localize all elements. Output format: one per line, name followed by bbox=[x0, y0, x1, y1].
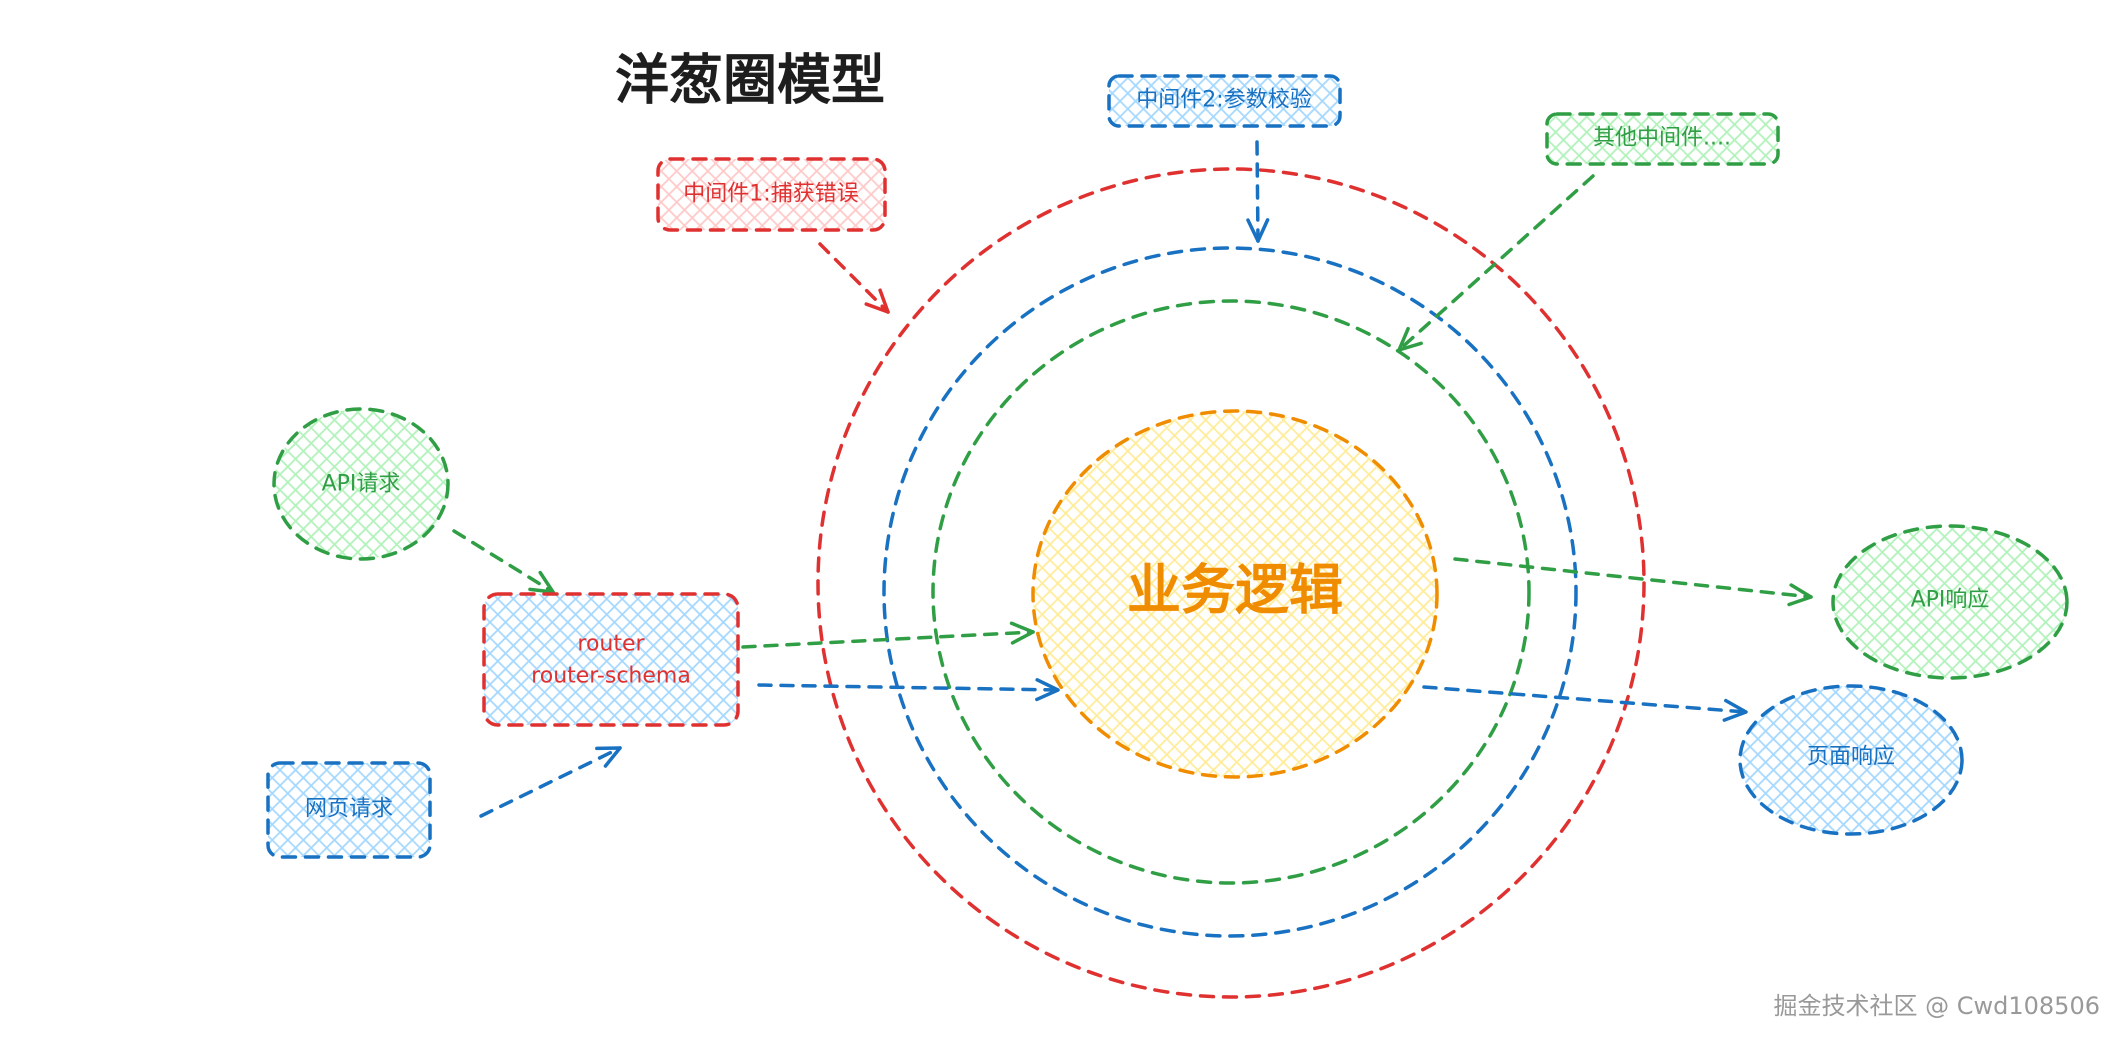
page-response-label: 页面响应 bbox=[1807, 745, 1895, 770]
router-rect bbox=[482, 592, 740, 727]
arrow-router-to-core-green bbox=[741, 621, 1035, 649]
middleware-2-label: 中间件2:参数校验 bbox=[1136, 88, 1311, 113]
api-request-node: API请求 bbox=[272, 407, 450, 561]
api-response-label: API响应 bbox=[1911, 588, 1990, 613]
middleware-2-rect bbox=[1107, 74, 1342, 128]
diagram-title: 洋葱圈模型 bbox=[615, 49, 885, 112]
router-label-line-1: router bbox=[577, 632, 645, 657]
core-label: 业务逻辑 bbox=[1127, 559, 1343, 622]
core-ellipse bbox=[1031, 409, 1439, 779]
arrow-core-to-page-response bbox=[1422, 685, 1748, 722]
middleware-2-box: 中间件2:参数校验 bbox=[1107, 74, 1342, 128]
router-node: router router-schema bbox=[482, 592, 740, 727]
router-label-line-2: router-schema bbox=[531, 664, 691, 689]
arrow-middleware-2-to-ring bbox=[1246, 140, 1270, 243]
arrow-middleware-1-to-ring bbox=[818, 242, 890, 314]
page-response-ellipse bbox=[1738, 684, 1964, 836]
middleware-1-rect bbox=[656, 157, 887, 232]
middleware-1-ring bbox=[816, 167, 1646, 999]
other-middleware-label: 其他中间件.... bbox=[1593, 126, 1731, 151]
api-request-ellipse bbox=[272, 407, 450, 561]
arrow-router-to-core-blue bbox=[757, 678, 1060, 702]
api-response-node: API响应 bbox=[1831, 524, 2069, 680]
middleware-1-label: 中间件1:捕获错误 bbox=[683, 182, 858, 207]
watermark: 掘金技术社区 @ Cwd108506 bbox=[1774, 992, 2101, 1020]
other-middleware-rect bbox=[1545, 112, 1780, 166]
api-response-ellipse bbox=[1831, 524, 2069, 680]
api-request-label: API请求 bbox=[322, 472, 401, 497]
arrow-core-to-api-response bbox=[1453, 557, 1813, 607]
arrow-web-request-to-router bbox=[479, 746, 622, 818]
onion-rings bbox=[816, 167, 1646, 999]
arrow-api-request-to-router bbox=[452, 529, 555, 594]
web-request-node: 网页请求 bbox=[266, 761, 432, 859]
middleware-2-ring bbox=[882, 246, 1578, 938]
other-middleware-box: 其他中间件.... bbox=[1545, 112, 1780, 166]
page-response-node: 页面响应 bbox=[1738, 684, 1964, 836]
business-logic-core: 业务逻辑 bbox=[1031, 409, 1439, 779]
web-request-rect bbox=[266, 761, 432, 859]
other-middleware-ring bbox=[931, 299, 1531, 885]
arrows bbox=[452, 140, 1813, 818]
web-request-label: 网页请求 bbox=[305, 797, 393, 822]
middleware-1-box: 中间件1:捕获错误 bbox=[656, 157, 887, 232]
arrow-other-middleware-to-ring bbox=[1397, 174, 1595, 352]
